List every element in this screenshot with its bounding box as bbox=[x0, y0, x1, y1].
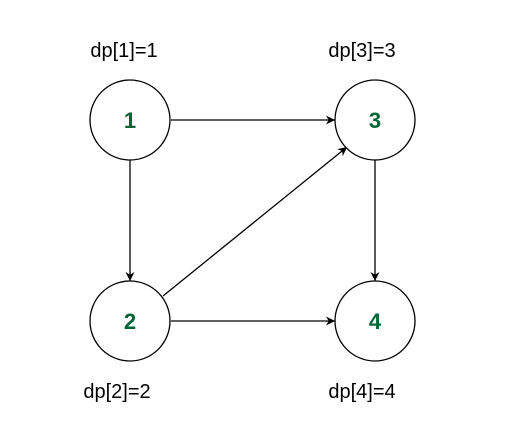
node-1: 1 bbox=[89, 79, 171, 161]
dp-label-2: dp[2]=2 bbox=[83, 381, 150, 403]
edge-2-to-3 bbox=[162, 146, 348, 297]
dp-label-1: dp[1]=1 bbox=[90, 40, 157, 62]
node-4-label: 4 bbox=[369, 309, 382, 334]
node-3: 3 bbox=[334, 79, 416, 161]
node-4-circle bbox=[334, 280, 416, 362]
node-1-label: 1 bbox=[124, 108, 136, 133]
dp-label-4: dp[4]=4 bbox=[328, 381, 395, 403]
node-2-circle bbox=[89, 280, 171, 362]
node-2: 2 bbox=[89, 280, 171, 362]
dp-label-3: dp[3]=3 bbox=[328, 40, 395, 62]
node-2-label: 2 bbox=[124, 309, 136, 334]
edges bbox=[125, 115, 380, 326]
node-3-label: 3 bbox=[369, 108, 381, 133]
node-1-circle bbox=[89, 79, 171, 161]
node-3-circle bbox=[334, 79, 416, 161]
node-4: 4 bbox=[334, 280, 416, 362]
